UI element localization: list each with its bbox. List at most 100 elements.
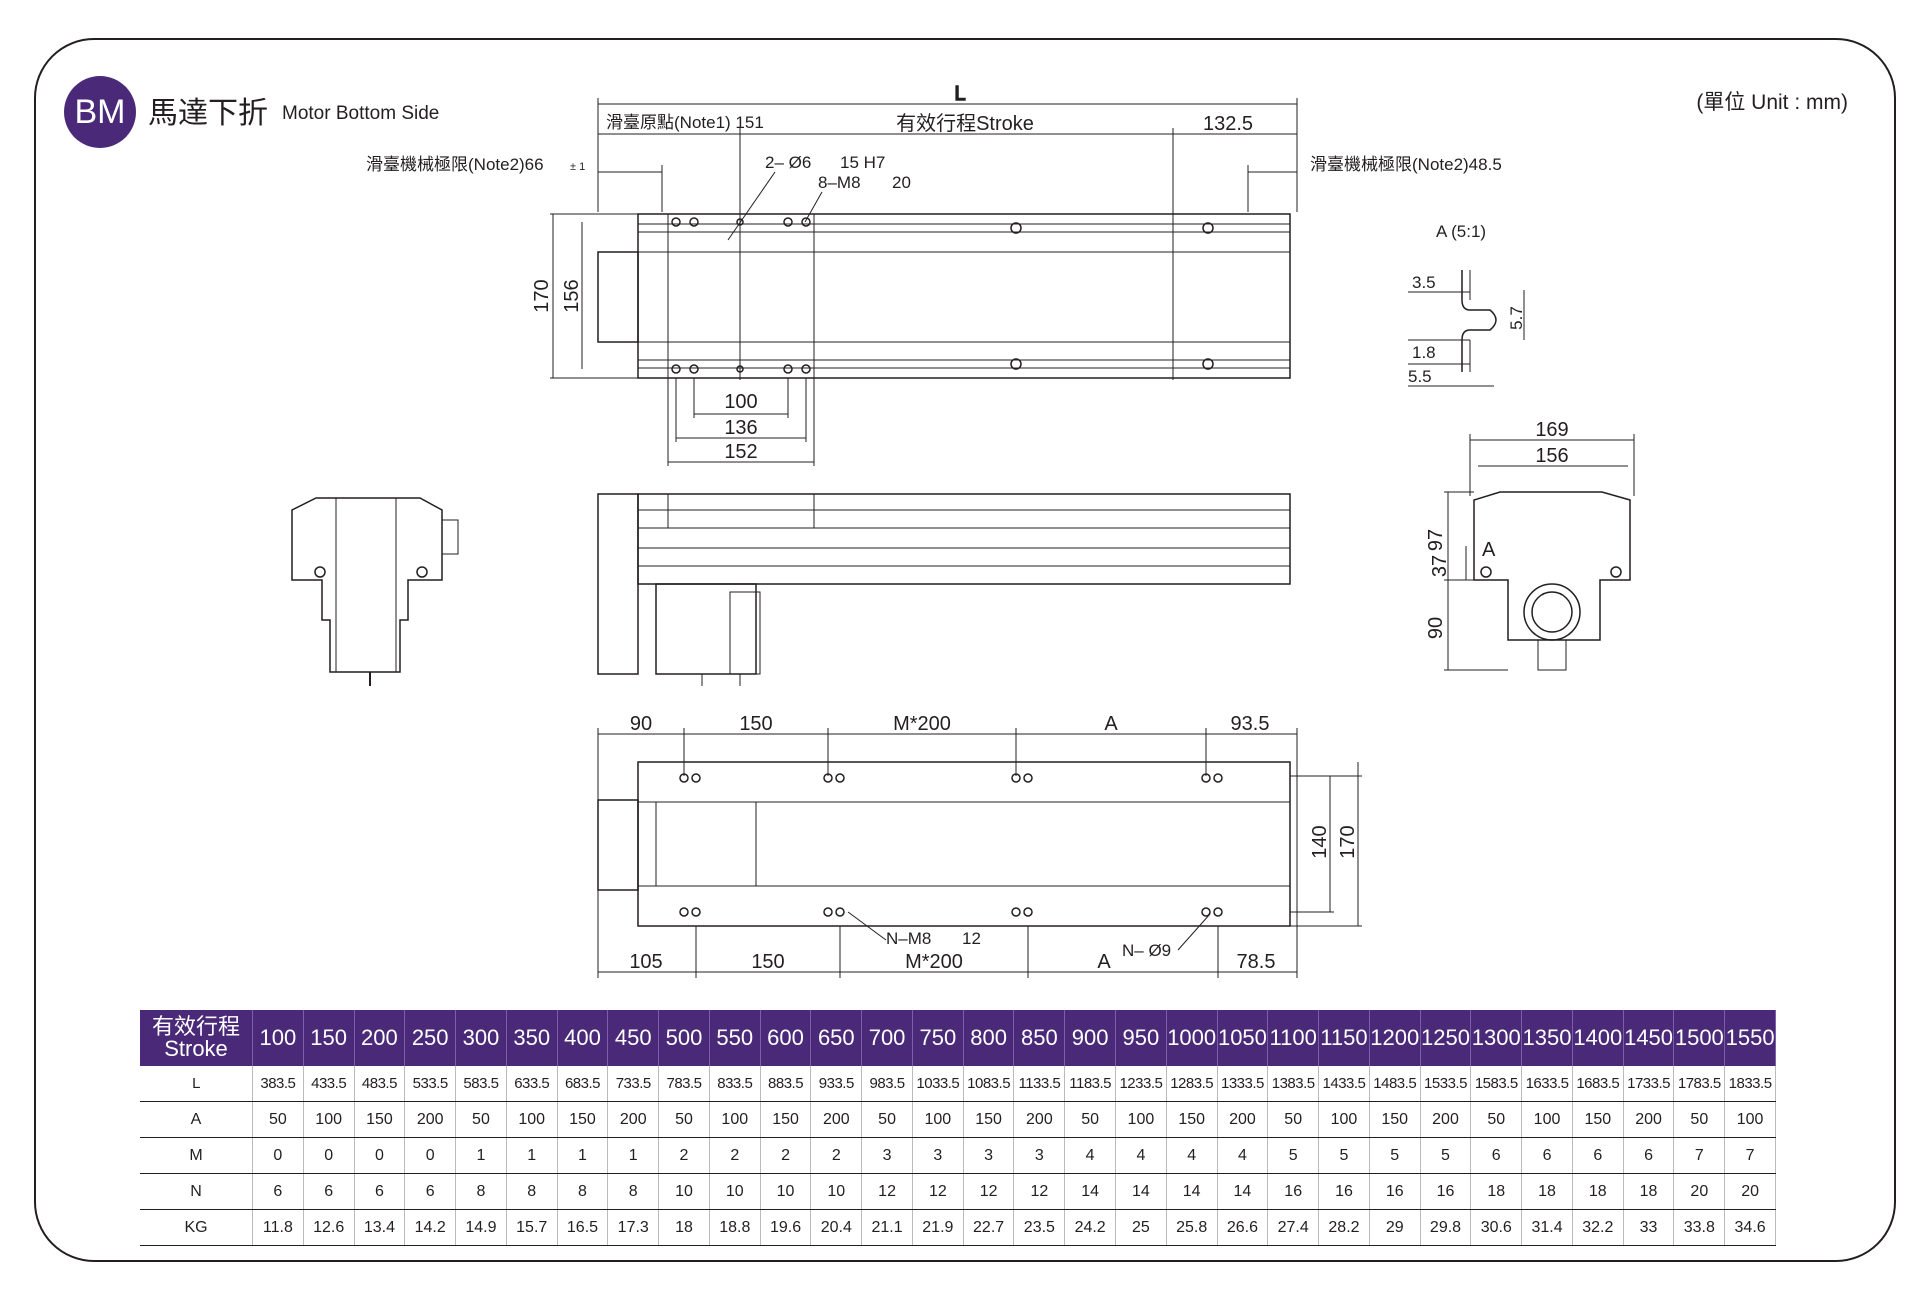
stroke-col-header: 850: [1013, 1010, 1066, 1066]
table-cell: 5: [1420, 1137, 1472, 1174]
table-cell: 21.1: [861, 1209, 913, 1246]
table-cell: 100: [1521, 1101, 1573, 1138]
stroke-col-header: 1150: [1318, 1010, 1370, 1066]
table-cell: 31.4: [1521, 1209, 1573, 1246]
table-cell: 12: [912, 1173, 964, 1210]
table-cell: 8: [455, 1173, 507, 1210]
table-cell: 1533.5: [1420, 1066, 1472, 1102]
table-cell: 8: [557, 1173, 609, 1210]
stroke-col-header: 350: [506, 1010, 558, 1066]
table-cell: 100: [303, 1101, 355, 1138]
table-cell: 1183.5: [1064, 1066, 1117, 1102]
table-cell: 1033.5: [912, 1066, 964, 1102]
table-cell: 6: [303, 1173, 355, 1210]
table-cell: 20.4: [810, 1209, 863, 1246]
row-label: A: [140, 1101, 253, 1138]
table-cell: 3: [1013, 1137, 1066, 1174]
detail-1-8: 1.8: [1412, 343, 1436, 362]
table-cell: 6: [354, 1173, 406, 1210]
table-cell: 883.5: [760, 1066, 812, 1102]
table-cell: 783.5: [658, 1066, 710, 1102]
table-cell: 34.6: [1724, 1209, 1776, 1246]
table-cell: 16.5: [557, 1209, 609, 1246]
table-cell: 18: [658, 1209, 710, 1246]
table-cell: 200: [1420, 1101, 1472, 1138]
table-cell: 18.8: [709, 1209, 761, 1246]
table-cell: 0: [404, 1137, 457, 1174]
table-cell: 150: [760, 1101, 812, 1138]
table-cell: 3: [963, 1137, 1015, 1174]
table-cell: 200: [404, 1101, 457, 1138]
row-label: KG: [140, 1209, 253, 1246]
stroke-col-header: 1000: [1166, 1010, 1218, 1066]
bottom-view: 90 150 M*200 A 93.5 140 170 105 150 M*20…: [597, 713, 1362, 978]
table-cell: 6: [1470, 1137, 1523, 1174]
table-cell: 29.8: [1420, 1209, 1472, 1246]
stroke-col-header: 100: [252, 1010, 304, 1066]
stroke-col-header: 1300: [1470, 1010, 1523, 1066]
table-cell: 6: [404, 1173, 457, 1210]
table-cell: 30.6: [1470, 1209, 1523, 1246]
table-cell: 1333.5: [1217, 1066, 1269, 1102]
table-cell: 3: [861, 1137, 913, 1174]
stroke-col-header: 1400: [1572, 1010, 1624, 1066]
table-cell: 4: [1064, 1137, 1117, 1174]
table-cell: 983.5: [861, 1066, 913, 1102]
table-cell: 14.2: [404, 1209, 457, 1246]
dim-37: 37: [1429, 555, 1451, 577]
table-cell: 14: [1217, 1173, 1269, 1210]
table-cell: 0: [303, 1137, 355, 1174]
stroke-col-header: 800: [963, 1010, 1015, 1066]
table-cell: 100: [506, 1101, 558, 1138]
table-cell: 4: [1115, 1137, 1167, 1174]
side-view: [597, 493, 1291, 686]
table-cell: 50: [455, 1101, 507, 1138]
table-cell: 29: [1369, 1209, 1421, 1246]
dim-100: 100: [724, 391, 757, 413]
table-cell: 15.7: [506, 1209, 558, 1246]
table-cell: 0: [252, 1137, 304, 1174]
table-cell: 100: [1115, 1101, 1167, 1138]
stroke-col-header: 150: [303, 1010, 355, 1066]
table-cell: 18: [1572, 1173, 1624, 1210]
table-cell: 10: [658, 1173, 710, 1210]
table-cell: 100: [1318, 1101, 1370, 1138]
table-cell: 2: [658, 1137, 710, 1174]
table-cell: 733.5: [607, 1066, 660, 1102]
dim-150-bb: 150: [751, 951, 784, 973]
table-cell: 18: [1623, 1173, 1675, 1210]
table-cell: 100: [1724, 1101, 1776, 1138]
table-cell: 16: [1420, 1173, 1472, 1210]
table-cell: 8: [607, 1173, 660, 1210]
table-cell: 17.3: [607, 1209, 660, 1246]
table-cell: 8: [506, 1173, 558, 1210]
stroke-col-header: 400: [557, 1010, 609, 1066]
detail-a: A (5:1) 3.5 5.7 1.8 5.5: [1408, 222, 1526, 387]
table-cell: 12: [1013, 1173, 1066, 1210]
dim-136: 136: [724, 417, 757, 439]
dim-152: 152: [724, 441, 757, 463]
table-cell: 5: [1318, 1137, 1370, 1174]
table-header-row: 有效行程 Stroke 100 150 200 250 300 350 400 …: [140, 1010, 1776, 1066]
dim-156: 156: [561, 279, 583, 312]
page-frame: [34, 38, 1896, 1262]
table-cell: 19.6: [760, 1209, 812, 1246]
hole-callout-1: 2– Ø6: [765, 153, 811, 172]
dim-M200: M*200: [893, 713, 951, 735]
table-cell: 150: [1166, 1101, 1218, 1138]
table-cell: 14: [1115, 1173, 1167, 1210]
stroke-col-header: 1350: [1521, 1010, 1573, 1066]
table-cell: 1283.5: [1166, 1066, 1218, 1102]
table-cell: 1783.5: [1673, 1066, 1726, 1102]
dim-A-top: A: [1104, 713, 1118, 735]
dim-170: 170: [531, 279, 553, 312]
callout-N-dia9: N– Ø9: [1122, 941, 1171, 960]
stroke-col-header: 450: [607, 1010, 660, 1066]
table-cell: 33.8: [1673, 1209, 1726, 1246]
table-cell: 23.5: [1013, 1209, 1066, 1246]
